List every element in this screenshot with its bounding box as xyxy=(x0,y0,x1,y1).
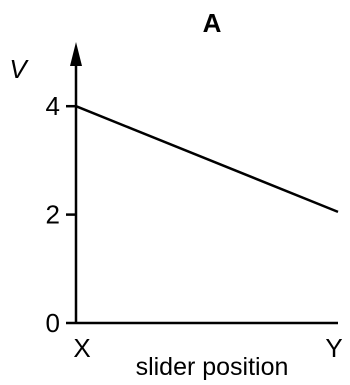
series-line-0 xyxy=(75,105,339,214)
y-ticks: 0 2 4 xyxy=(46,91,76,338)
y-tick-label-4: 4 xyxy=(46,91,60,121)
y-axis-arrow xyxy=(70,42,82,66)
chart-title: A xyxy=(203,8,222,38)
y-tick-label-0: 0 xyxy=(46,308,60,338)
x-axis-label: slider position xyxy=(136,353,289,381)
axes xyxy=(66,42,338,325)
y-tick-label-2: 2 xyxy=(46,200,60,230)
x-tick-label-y: Y xyxy=(325,333,342,363)
x-tick-label-x: X xyxy=(73,333,90,363)
y-axis-label: V xyxy=(9,54,29,84)
series-group xyxy=(75,105,339,214)
